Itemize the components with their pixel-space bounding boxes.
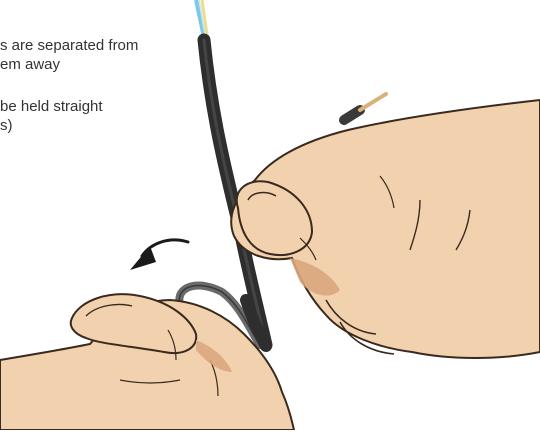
right-hand — [231, 100, 540, 358]
instruction-line-2: em away — [0, 55, 60, 74]
instruction-line-3: be held straight — [0, 97, 103, 116]
instruction-line-4: s) — [0, 116, 13, 135]
instruction-line-1: s are separated from — [0, 36, 138, 55]
rotation-arrow-icon — [130, 240, 188, 270]
right-wire — [344, 94, 386, 120]
